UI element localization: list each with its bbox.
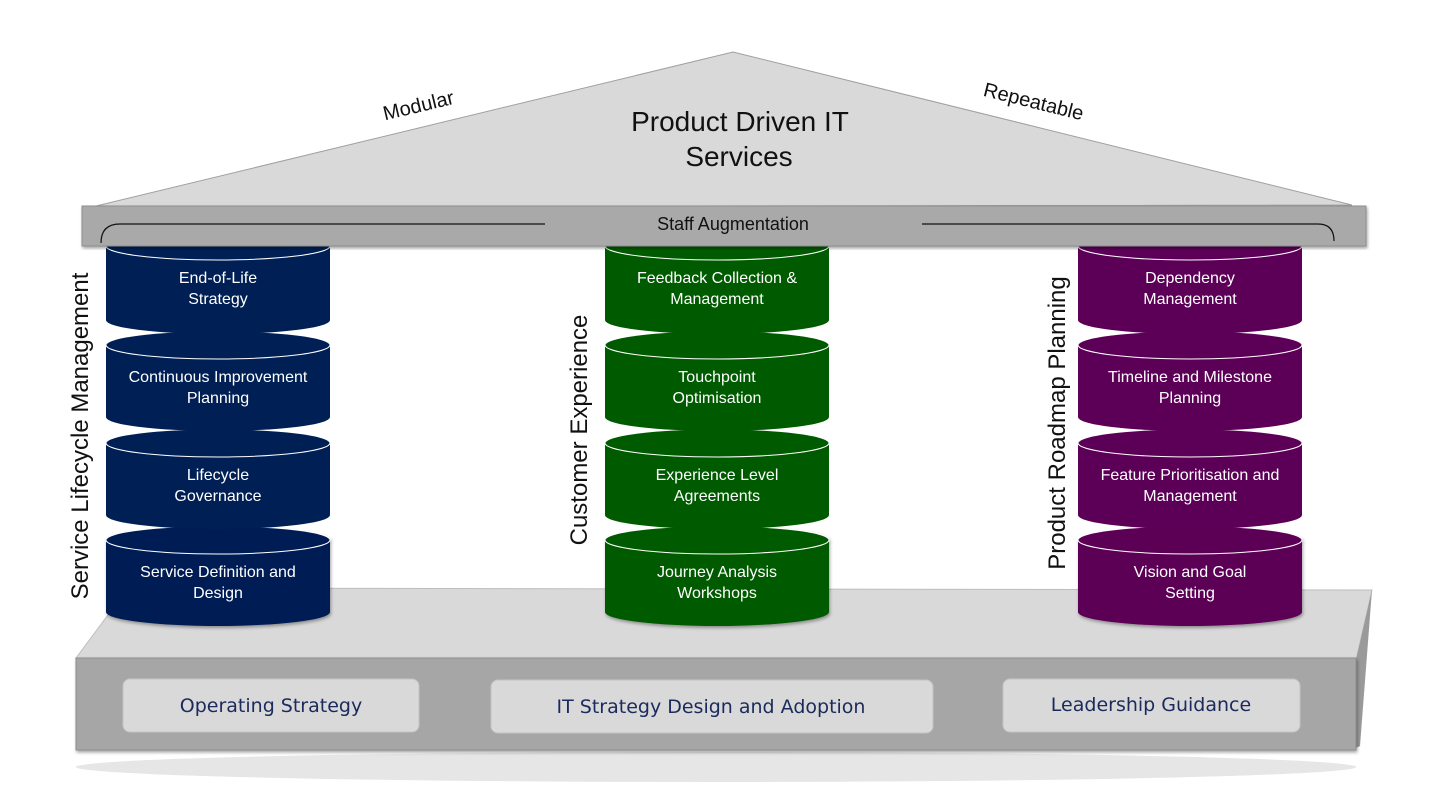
cylinder-top <box>604 428 830 458</box>
pillar-title: Customer Experience <box>566 315 593 546</box>
pillar-service-lifecycle: Service Definition andDesignLifecycleGov… <box>105 231 331 626</box>
ground-shadow <box>76 752 1356 782</box>
cylinder-top <box>604 525 830 555</box>
segment-label: Optimisation <box>673 390 762 407</box>
foundation-block-1: Operating Strategy <box>122 678 420 733</box>
cylinder-top <box>1077 428 1303 458</box>
cylinder-top <box>105 428 331 458</box>
foundation-label: Operating Strategy <box>180 695 362 717</box>
foundation-label: IT Strategy Design and Adoption <box>557 696 866 718</box>
segment-label: Design <box>193 585 243 602</box>
segment-label: Workshops <box>677 585 757 602</box>
beam-bracket-left <box>100 223 545 244</box>
foundation-block-2: IT Strategy Design and Adoption <box>490 679 934 734</box>
beam-label: Staff Augmentation <box>657 214 809 234</box>
segment-label: Feedback Collection & <box>637 270 797 287</box>
segment-label: Management <box>670 291 764 308</box>
foundation-label: Leadership Guidance <box>1051 694 1251 716</box>
beam: Staff Augmentation <box>81 205 1367 247</box>
segment-label: Vision and Goal <box>1134 564 1247 581</box>
foundation-block-3: Leadership Guidance <box>1002 678 1301 733</box>
segment-label: Management <box>1143 291 1237 308</box>
segment-label: Continuous Improvement <box>129 369 308 386</box>
segment-label: Agreements <box>674 488 760 505</box>
pillar-title: Product Roadmap Planning <box>1044 276 1071 570</box>
segment-label: Timeline and Milestone <box>1108 369 1272 386</box>
roof-title-line2: Services <box>685 141 792 172</box>
segment-label: Experience Level <box>656 467 779 484</box>
segment-label: Dependency <box>1145 270 1235 287</box>
cylinder-top <box>1077 525 1303 555</box>
segment-label: Service Definition and <box>140 564 296 581</box>
segment-label: Management <box>1143 488 1237 505</box>
roof-left-label: Modular <box>381 87 457 125</box>
segment-label: Setting <box>1165 585 1215 602</box>
pillar-segment: Feedback Collection & Management <box>604 231 830 334</box>
segment-label: Planning <box>187 390 249 407</box>
segment-label: Journey Analysis <box>657 564 777 581</box>
cylinder-top <box>105 330 331 360</box>
beam-bracket-right <box>922 223 1335 242</box>
beam-bar <box>81 205 1367 247</box>
cylinder-top <box>604 330 830 360</box>
segment-label: End-of-Life <box>179 270 257 287</box>
segment-label: Strategy <box>188 291 248 308</box>
cylinder-top <box>1077 330 1303 360</box>
segment-label: Planning <box>1159 390 1221 407</box>
pillar-title: Service Lifecycle Management <box>67 272 94 599</box>
segment-label: Touchpoint <box>678 369 756 386</box>
segment-label: Lifecycle <box>187 467 249 484</box>
roof-title-line1: Product Driven IT <box>631 106 849 137</box>
segment-label: Feature Prioritisation and <box>1101 467 1280 484</box>
segment-label: Governance <box>174 488 261 505</box>
roof: Product Driven IT Services Modular Repea… <box>91 51 1353 208</box>
platform-side <box>1352 590 1372 750</box>
cylinder-top <box>105 525 331 555</box>
